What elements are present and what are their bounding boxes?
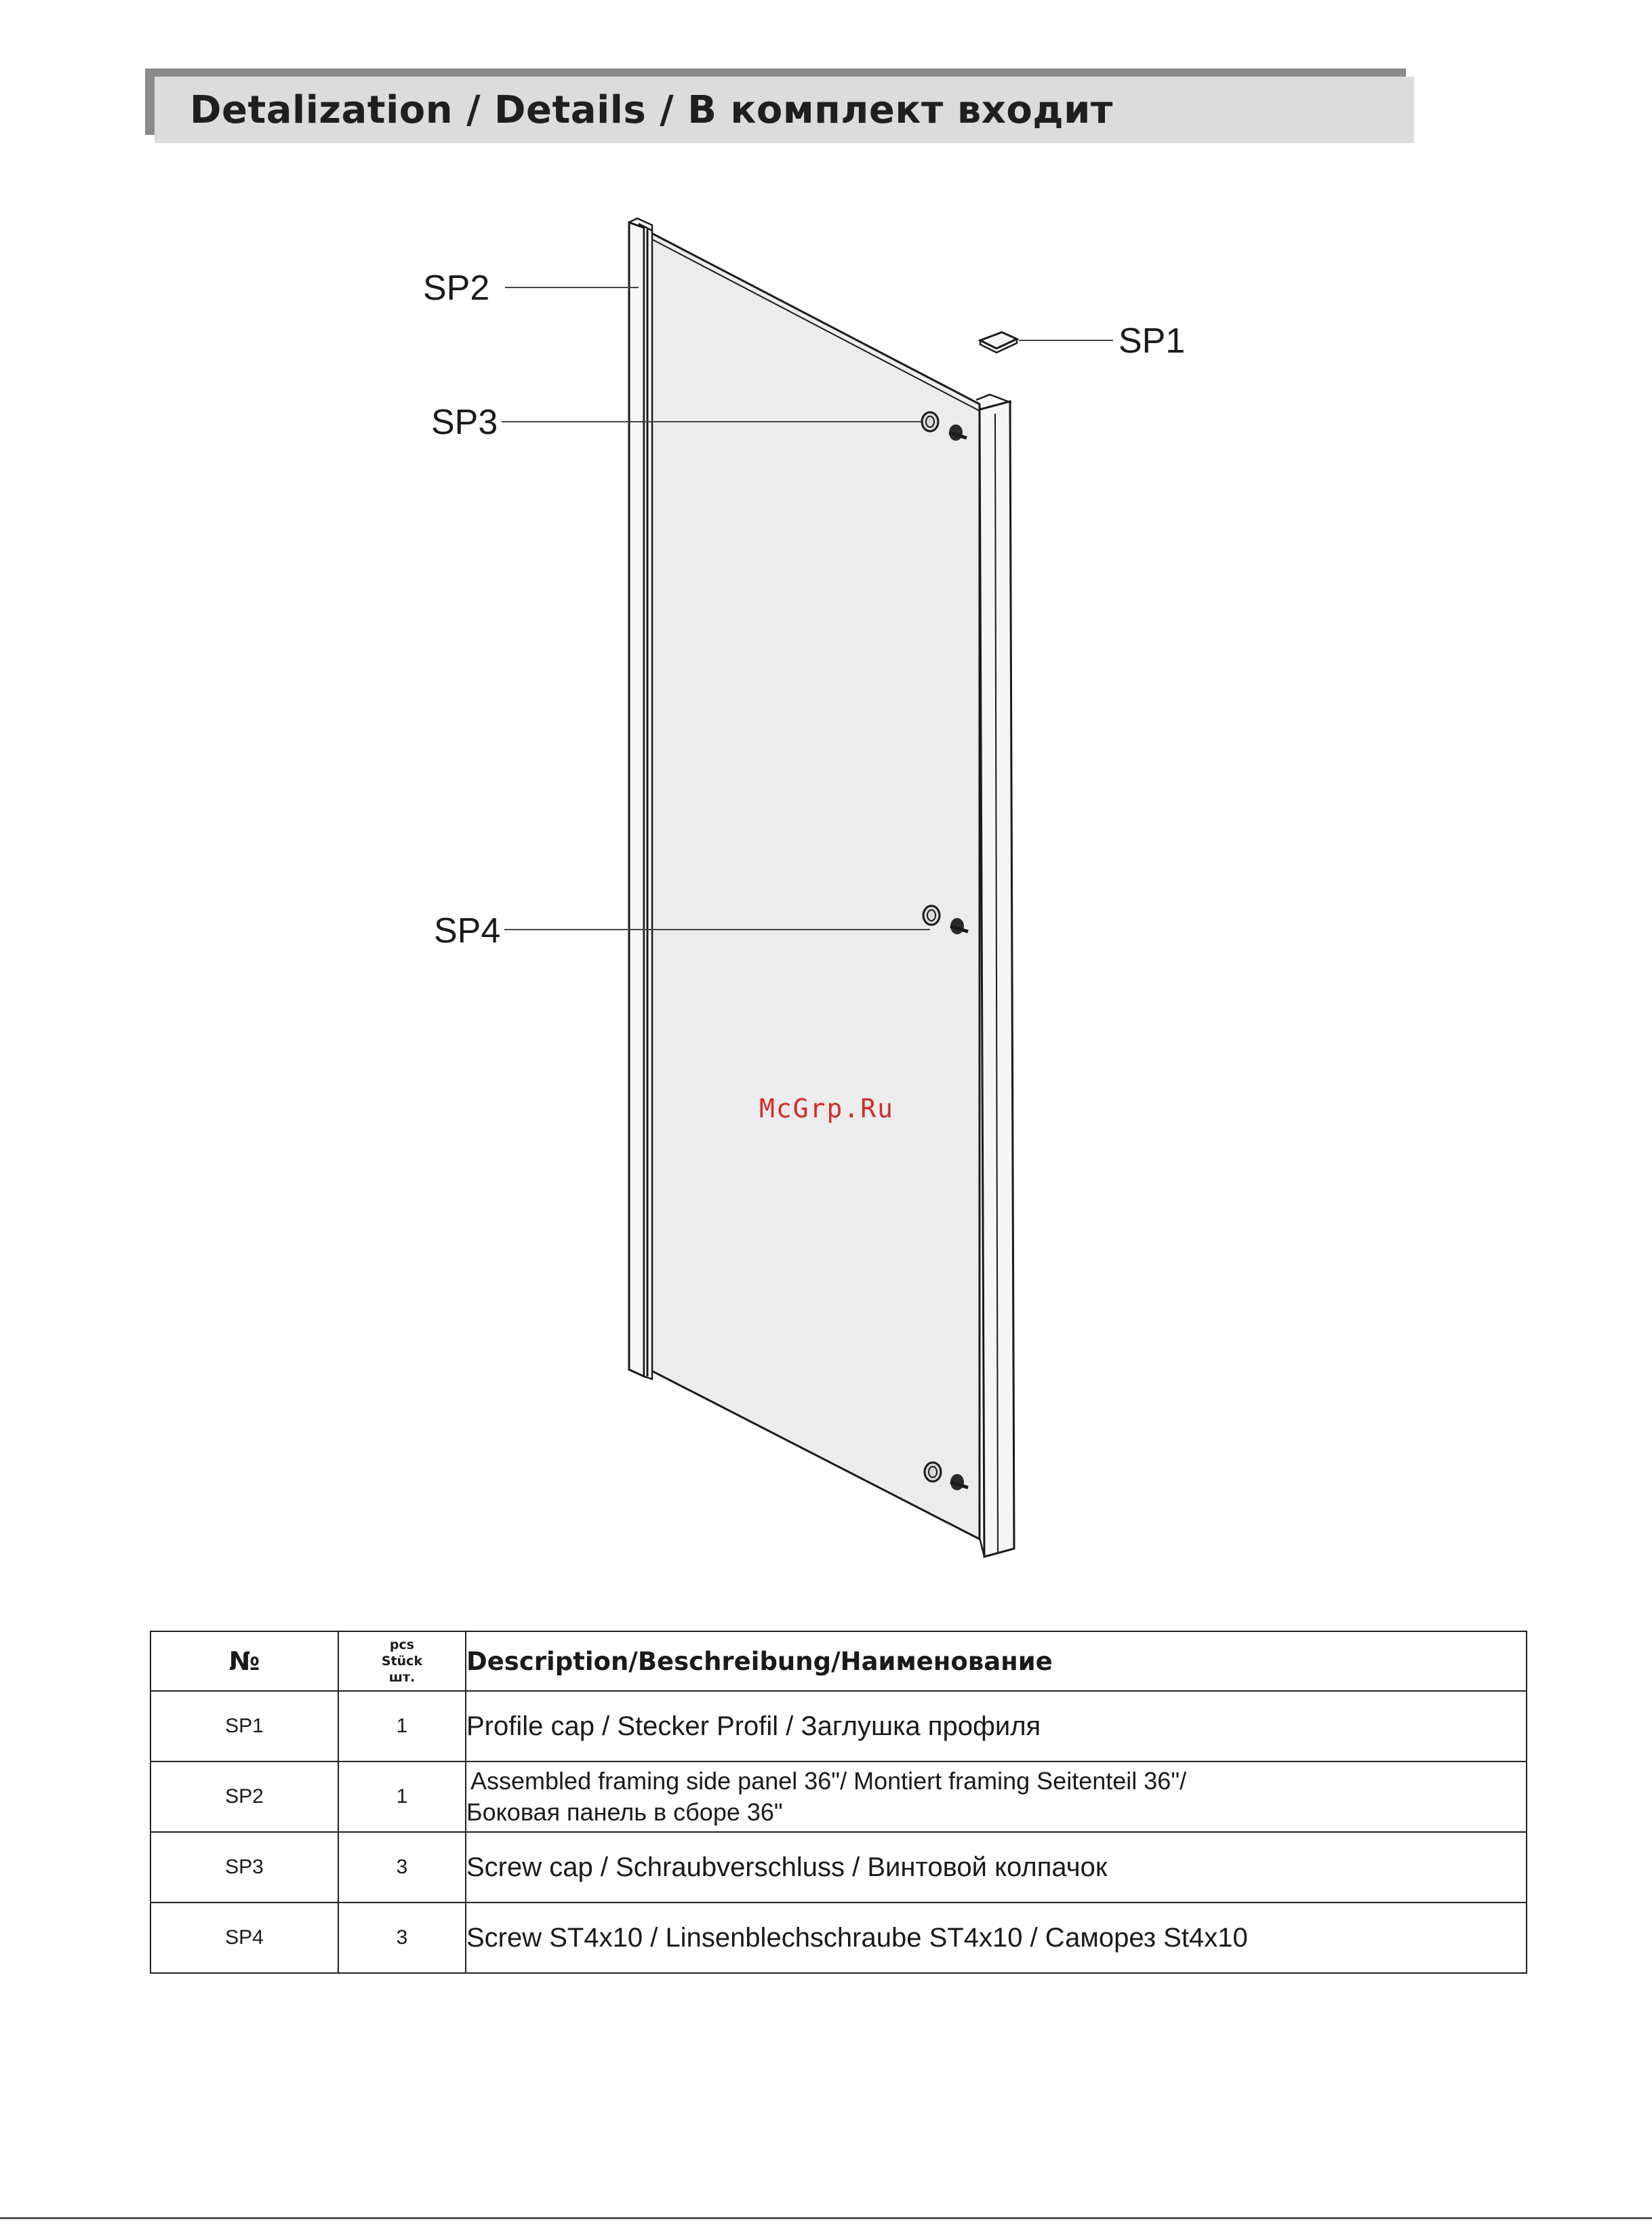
screw-cap-bottom [923, 1461, 942, 1483]
header-bar: Detalization / Details / В комплект вход… [155, 77, 1414, 143]
screw-cap-middle [922, 904, 941, 926]
row-no: SP3 [150, 1831, 339, 1903]
left-profile-top [628, 217, 653, 231]
table-row: SP1 1 Profile cap / Stecker Profil / Заг… [150, 1690, 1527, 1762]
right-profile-bottom [978, 1537, 1015, 1558]
left-wall-profile-front [638, 222, 653, 1380]
row-no: SP1 [150, 1690, 339, 1762]
table-row: SP4 3 Screw ST4x10 / Linsenblechschraube… [150, 1902, 1527, 1974]
table-row: SP3 3 Screw cap / Schraubverschluss / Ви… [150, 1831, 1527, 1903]
row-no: SP4 [150, 1902, 339, 1974]
header-pcs: pcs Stück шт. [338, 1631, 466, 1692]
row-description: Profile cap / Stecker Profil / Заглушка … [465, 1690, 1527, 1762]
page-title: Detalization / Details / В комплект вход… [190, 87, 1113, 132]
sp1-label: SP1 [1119, 321, 1185, 361]
table-header-row: № pcs Stück шт. Description/Beschreibung… [150, 1631, 1527, 1692]
row-pcs: 3 [338, 1831, 466, 1903]
row-description: Screw cap / Schraubverschluss / Винтовой… [465, 1831, 1527, 1903]
header-pcs-de: Stück [381, 1654, 423, 1669]
parts-table: № pcs Stück шт. Description/Beschreibung… [150, 1631, 1527, 1974]
row-description-line1: Assembled framing side panel 36"/ Montie… [470, 1767, 1187, 1795]
table-row: SP2 1 Assembled framing side panel 36"/ … [150, 1761, 1527, 1833]
row-pcs: 1 [338, 1690, 466, 1762]
footer-divider [0, 2217, 1652, 2219]
screw-middle [950, 918, 969, 934]
row-no: SP2 [150, 1761, 339, 1833]
watermark: McGrp.Ru [759, 1094, 895, 1123]
header-description: Description/Beschreibung/Наименование [465, 1631, 1527, 1692]
screw-bottom [950, 1474, 969, 1490]
row-description: Screw ST4x10 / Linsenblechschraube ST4x1… [465, 1902, 1527, 1974]
profile-cap-edge [979, 339, 1018, 354]
header-no: № [150, 1631, 339, 1692]
right-profile-top [975, 393, 1012, 404]
sp3-label: SP3 [431, 403, 498, 442]
header-pcs-ru: шт. [388, 1670, 416, 1685]
screw-cap-top [921, 411, 940, 433]
row-description-line2: Боковая панель в сборе 36" [466, 1798, 783, 1826]
row-pcs: 1 [338, 1761, 466, 1833]
parts-diagram: SP1 SP2 SP3 SP4 [423, 217, 1185, 1558]
right-profile-line [994, 413, 999, 1553]
header-pcs-en: pcs [389, 1637, 415, 1652]
row-pcs: 3 [338, 1902, 466, 1974]
sp4-label: SP4 [434, 911, 500, 951]
left-wall-profile [628, 220, 645, 1378]
glass-top-edge-inner [650, 238, 980, 412]
sp2-label: SP2 [423, 268, 489, 308]
screw-top [948, 424, 967, 441]
row-description: Assembled framing side panel 36"/ Montie… [465, 1761, 1527, 1833]
